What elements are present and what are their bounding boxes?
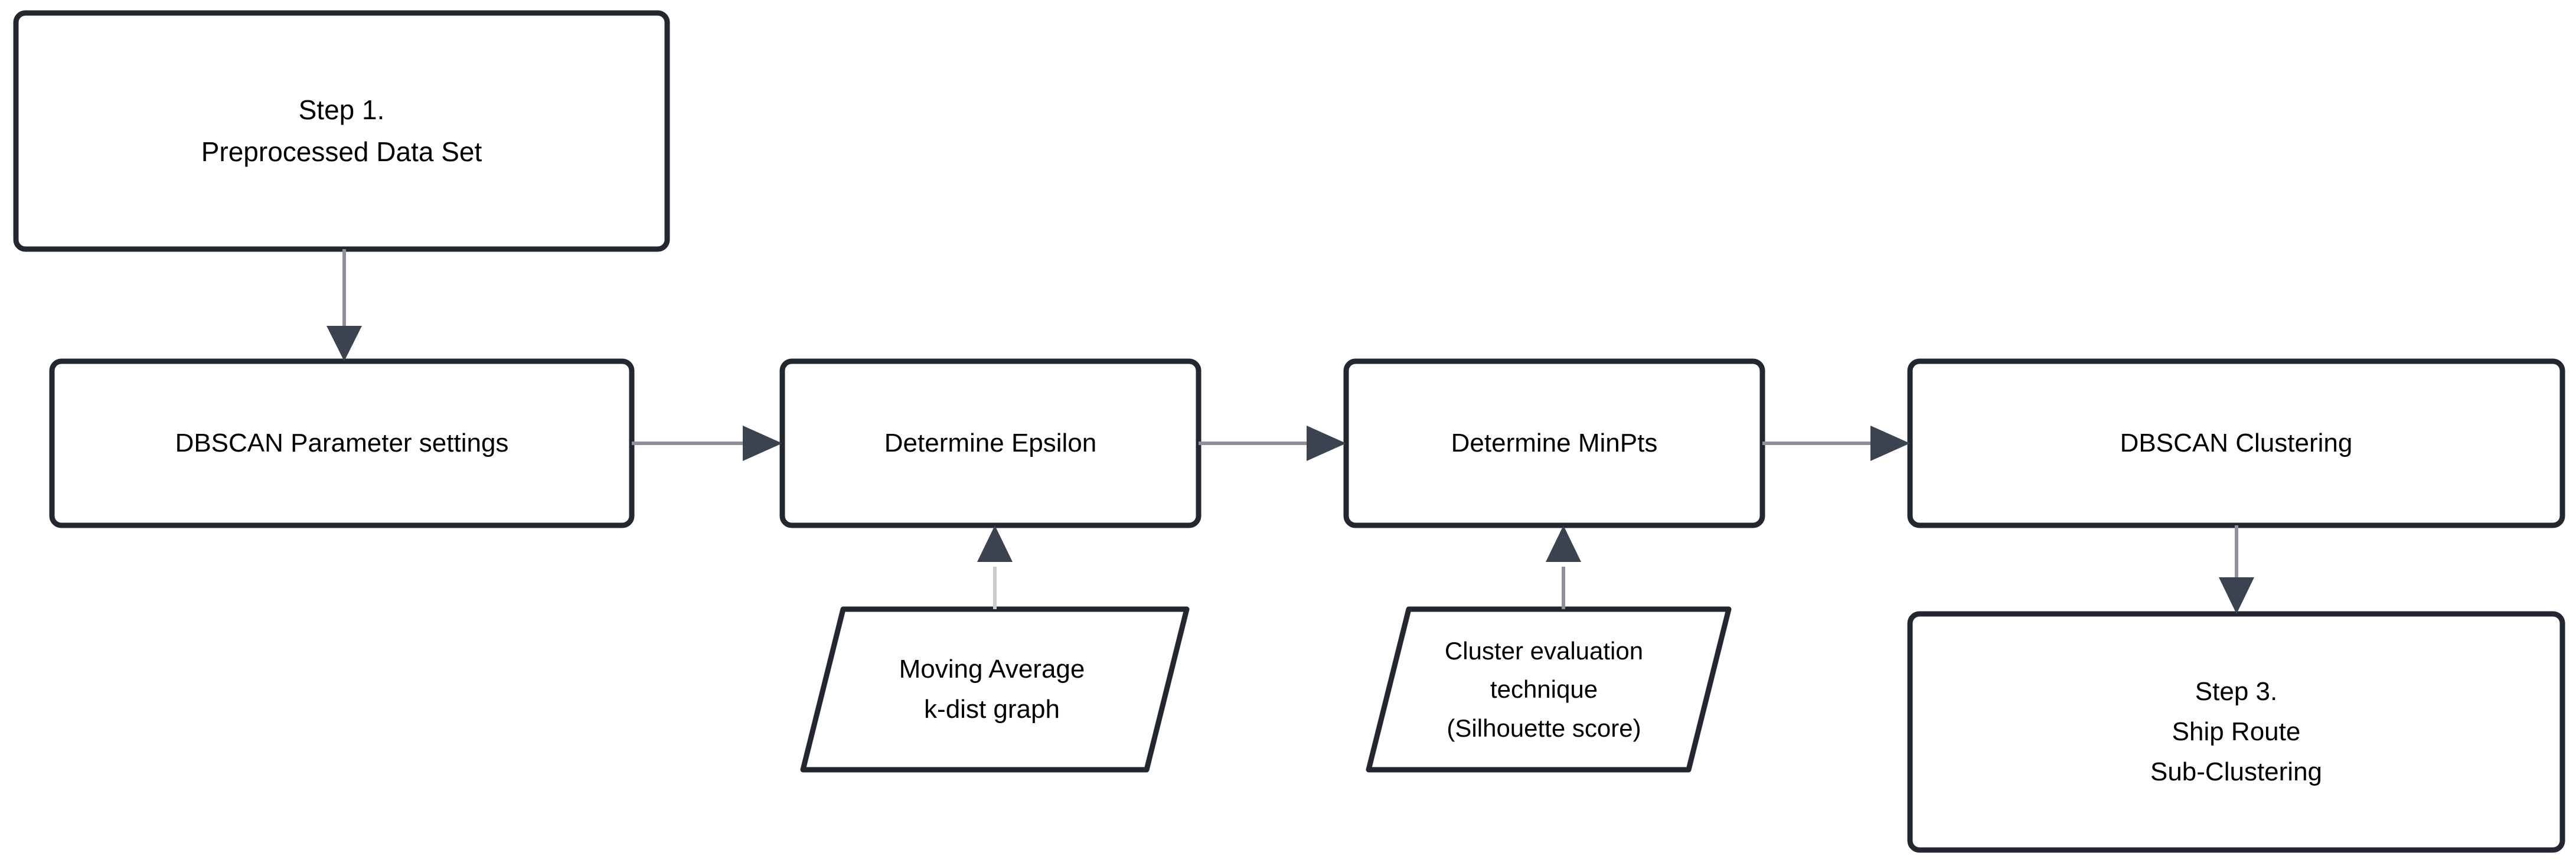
edge-step1-to-param-settings <box>327 249 362 361</box>
node-cluster-evaluation-shape[interactable] <box>1366 606 1732 773</box>
edge-cluster-evaluation-to-determine-minpts <box>1546 525 1581 609</box>
node-determine-epsilon-shape[interactable] <box>779 358 1202 528</box>
node-determine-minpts-shape[interactable] <box>1343 358 1765 528</box>
edge-determine-minpts-to-dbscan-clustering <box>1762 426 1910 461</box>
node-dbscan-clustering-shape[interactable] <box>1907 358 2565 528</box>
edge-determine-epsilon-to-determine-minpts <box>1199 426 1346 461</box>
edge-param-settings-to-determine-epsilon <box>632 426 782 461</box>
node-moving-average-shape[interactable] <box>800 606 1190 773</box>
node-param-settings-shape[interactable] <box>49 358 635 528</box>
node-step1-shape[interactable] <box>13 10 670 252</box>
edge-dbscan-clustering-to-step3 <box>2219 525 2254 614</box>
node-step3-shape[interactable] <box>1907 611 2565 853</box>
edge-moving-average-to-determine-epsilon <box>977 525 1013 609</box>
